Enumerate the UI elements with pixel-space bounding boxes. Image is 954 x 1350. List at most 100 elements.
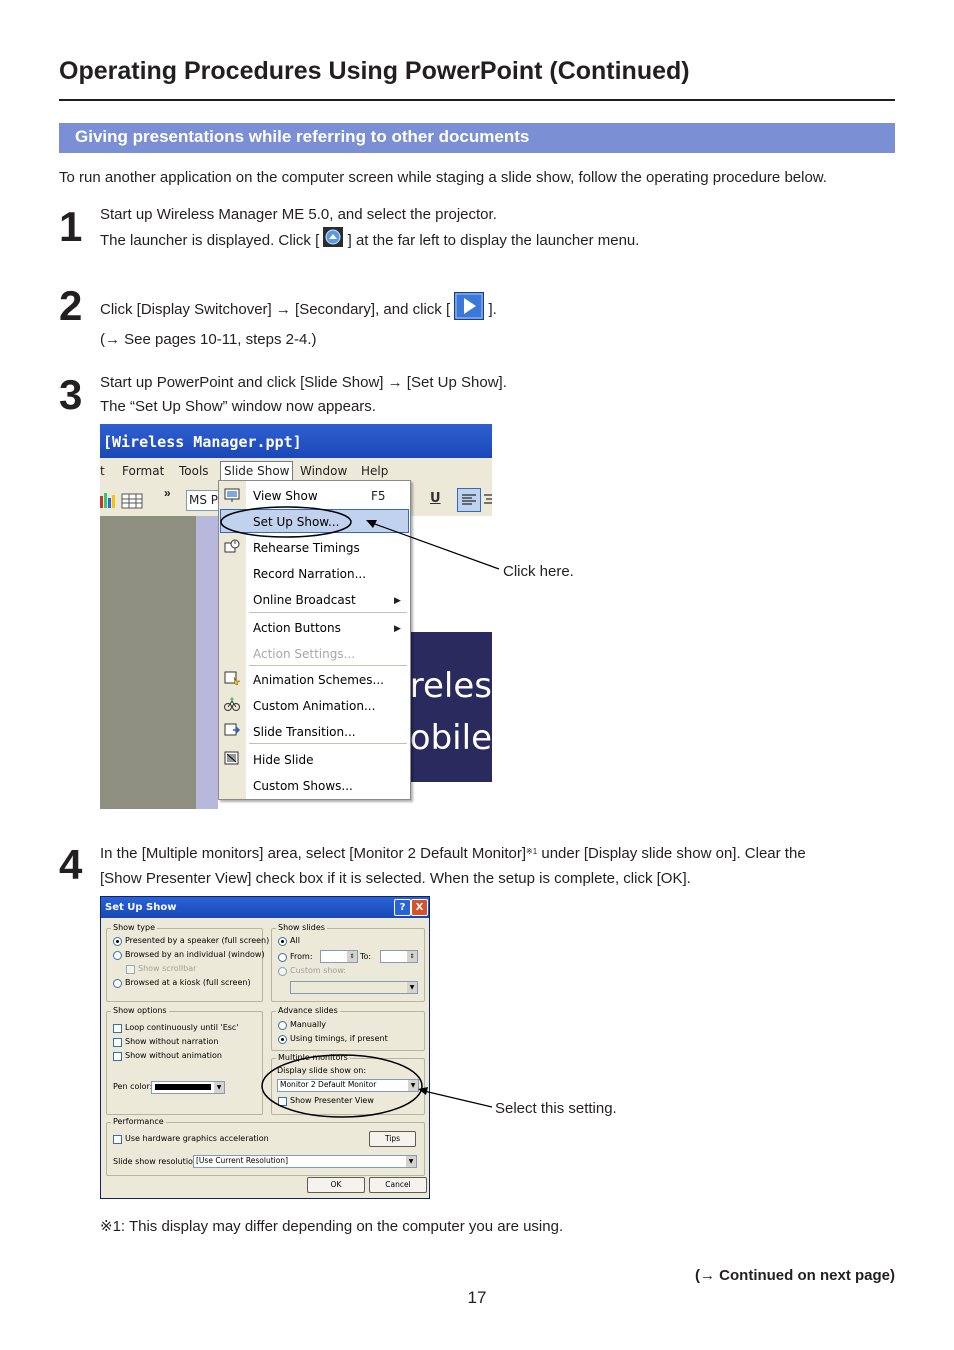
menu-help[interactable]: Help [361,464,389,478]
menu-item-custom-animation[interactable]: Custom Animation... [253,699,376,713]
menu-window[interactable]: Window [300,464,348,478]
menu-tools[interactable]: Tools [179,464,209,478]
dialog-titlebar: Set Up Show ? X [101,897,429,918]
step-4-line-1-end: under [Display slide show on]. Clear the [537,845,806,862]
option-presenter-view: Show Presenter View [290,1096,374,1105]
chevron-down-icon: ▼ [408,1080,418,1091]
close-button[interactable]: X [411,899,428,916]
toolbar-overflow-icon[interactable]: » [164,486,171,500]
group-advance-slides: Advance slides Manually Using timings, i… [271,1006,425,1051]
option-browsed-individual: Browsed by an individual (window) [125,950,265,959]
chart-icon[interactable] [100,490,160,510]
option-presented-by-speaker: Presented by a speaker (full screen) [125,936,270,945]
menu-item-hide-slide[interactable]: Hide Slide [253,753,314,767]
menu-highlight [220,509,409,533]
step-2-line-1: Click [Display Switchover] → [Secondary]… [100,292,497,328]
step-4-line-1: In the [Multiple monitors] area, select … [100,841,806,866]
align-left-icon [462,494,476,505]
label-from: From: [290,952,313,961]
checkbox-without-animation[interactable] [113,1052,122,1061]
step-number-1: 1 [59,203,83,250]
label-display-on: Display slide show on: [277,1066,367,1075]
callout-click-here: Click here. [503,563,574,580]
group-label-show-options: Show options [111,1006,169,1015]
radio-manually[interactable] [278,1021,287,1030]
display-monitor-select[interactable]: Monitor 2 Default Monitor ▼ [277,1079,419,1092]
pen-color-select[interactable]: ▼ [151,1081,225,1094]
menu-item-action-settings: Action Settings... [253,647,356,661]
option-show-scrollbar: Show scrollbar [138,964,197,973]
checkbox-hw-acceleration[interactable] [113,1135,122,1144]
resolution-select[interactable]: [Use Current Resolution] ▼ [193,1155,417,1168]
option-browsed-kiosk: Browsed at a kiosk (full screen) [125,978,251,987]
group-show-slides: Show slides All From: ⇕ To: ⇕ Custom sho… [271,923,425,1002]
label-pen-color: Pen color: [113,1082,153,1091]
rehearse-timings-icon [224,539,240,553]
ok-button[interactable]: OK [307,1177,365,1193]
checkbox-without-narration[interactable] [113,1038,122,1047]
group-label-show-type: Show type [111,923,157,932]
radio-browsed-kiosk[interactable] [113,979,122,988]
checkbox-presenter-view[interactable] [278,1097,287,1106]
highlight-ellipse [220,506,352,538]
menu-item-online-broadcast[interactable]: Online Broadcast [253,593,356,607]
window-titlebar: [Wireless Manager.ppt] [100,424,492,458]
group-show-type: Show type Presented by a speaker (full s… [106,923,269,1002]
radio-from[interactable] [278,953,287,962]
view-show-icon [224,488,240,502]
continued-note: (→ Continued on next page) [695,1267,895,1284]
menu-item-rehearse-timings[interactable]: Rehearse Timings [253,541,360,555]
radio-all-slides[interactable] [278,937,287,946]
section-heading: Giving presentations while referring to … [75,127,530,146]
chevron-down-icon: ▼ [407,982,417,993]
submenu-arrow-icon: ▶ [394,595,401,605]
align-left-button[interactable] [457,488,481,512]
checkbox-show-scrollbar [126,965,135,974]
page-title: Operating Procedures Using PowerPoint (C… [59,57,690,85]
step-1-line-2: The launcher is displayed. Click [ ] at … [100,227,639,255]
to-spinner[interactable]: ⇕ [380,950,418,963]
footnote: ※1: This display may differ depending on… [100,1218,564,1235]
step-number-4: 4 [59,841,83,888]
align-center-icon[interactable] [483,490,492,510]
menu-item-custom-shows[interactable]: Custom Shows... [253,779,353,793]
menu-separator [249,743,407,744]
font-name-value: MS P [189,493,219,507]
step-4-text: In the [Multiple monitors] area, select … [100,841,806,891]
font-name-box[interactable]: MS P [186,490,220,511]
slide-transition-icon [224,723,240,736]
menu-item-action-buttons[interactable]: Action Buttons [253,621,341,635]
menu-item-animation-schemes[interactable]: Animation Schemes... [253,673,384,687]
cancel-button[interactable]: Cancel [369,1177,427,1193]
checkbox-loop[interactable] [113,1024,122,1033]
menu-item-view-show[interactable]: View Show [253,489,318,503]
callout-select-setting: Select this setting. [495,1100,617,1117]
menu-edit-partial[interactable]: t [100,464,105,478]
from-spinner[interactable]: ⇕ [320,950,358,963]
underline-button[interactable]: U [430,491,441,506]
menubar: t Format Tools Slide Show Window Help [100,458,492,484]
animation-schemes-icon [224,671,240,685]
menu-item-slide-transition[interactable]: Slide Transition... [253,725,356,739]
page-number: 17 [467,1288,487,1307]
slide-left-band [196,516,218,809]
step-3-text: Start up PowerPoint and click [Slide Sho… [100,371,507,419]
menu-format[interactable]: Format [122,464,165,478]
menu-separator [249,612,407,613]
radio-presented-by-speaker[interactable] [113,937,122,946]
option-using-timings: Using timings, if present [290,1034,388,1043]
dialog-title: Set Up Show [105,902,177,913]
group-show-options: Show options Loop continuously until 'Es… [106,1006,263,1115]
radio-browsed-individual[interactable] [113,951,122,960]
help-button[interactable]: ? [394,899,411,916]
radio-using-timings[interactable] [278,1035,287,1044]
powerpoint-menu-screenshot: [Wireless Manager.ppt] t Format Tools Sl… [100,424,492,809]
menu-item-record-narration[interactable]: Record Narration... [253,567,367,581]
step-4-line-2: [Show Presenter View] check box if it is… [100,870,691,887]
tips-button[interactable]: Tips [369,1131,416,1147]
step-2-line-1-end: ]. [488,300,497,318]
step-2-line-1-start: Click [Display Switchover] → [Secondary]… [100,300,451,318]
option-manually: Manually [290,1020,327,1029]
menu-item-set-up-show[interactable]: Set Up Show... [253,515,340,529]
group-performance: Performance Use hardware graphics accele… [106,1117,425,1176]
